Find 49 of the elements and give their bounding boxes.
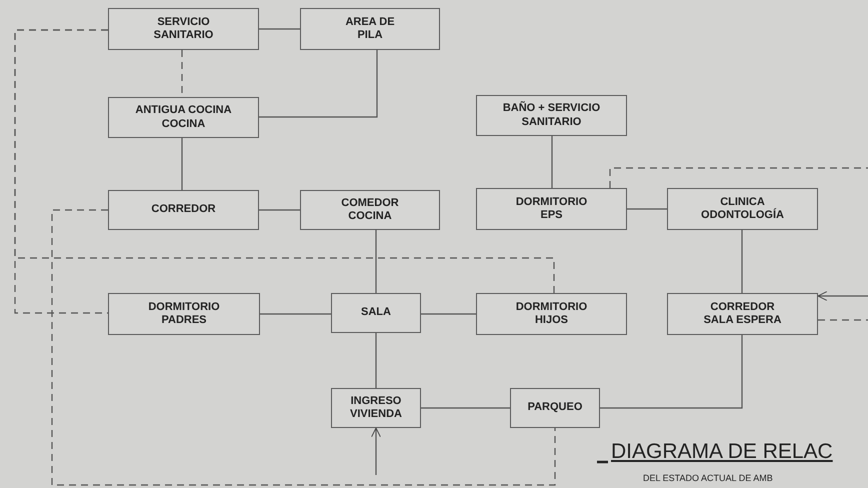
room-box [108,8,259,50]
room-label: SERVICIO SANITARIO [152,16,214,42]
connector [421,313,476,315]
room-label: DORMITORIO PADRES [147,300,221,328]
diagram-subtitle: DEL ESTADO ACTUAL DE AMB [643,473,773,483]
connector [375,230,377,293]
room-label: INGRESO VIVIENDA [349,394,403,422]
room-box [667,188,818,230]
room-box [331,293,421,333]
connector [627,208,667,210]
connector [371,428,381,475]
connector [260,313,331,315]
connector [421,407,510,409]
connector [259,50,378,118]
connector [375,333,377,388]
connector [259,209,300,211]
room-box [108,293,260,335]
room-label: CORREDOR [151,203,216,217]
room-label: ANTIGUA COCINA COCINA [134,104,233,131]
room-box [510,388,600,428]
connector [818,291,868,301]
room-box [476,95,627,136]
connector [600,335,743,409]
connector [741,230,743,293]
room-label: CORREDOR SALA ESPERA [702,300,782,328]
room-box [476,293,627,335]
room-box [667,293,818,335]
dashed-connector [14,29,108,314]
connector [551,136,553,188]
room-box [331,388,421,428]
room-label: CLINICA ODONTOLOGÍA [700,196,785,222]
room-box [300,190,440,230]
connector [259,28,300,30]
room-label: SALA [361,306,391,320]
room-label: PARQUEO [528,401,582,415]
dashed-connector [609,167,868,188]
room-box [108,190,259,230]
dashed-connector [51,209,556,486]
dashed-connector [818,319,868,321]
room-label: BAÑO + SERVICIO SANITARIO [502,102,602,129]
room-label: DORMITORIO EPS [514,196,588,222]
room-box [476,188,627,230]
diagram-title: DIAGRAMA DE RELAC [611,440,833,464]
room-label: AREA DE PILA [344,16,396,42]
room-label: DORMITORIO HIJOS [514,300,588,328]
room-label: COMEDOR COCINA [340,196,400,224]
connector [181,138,183,190]
room-box [300,8,440,50]
room-box [108,97,259,138]
